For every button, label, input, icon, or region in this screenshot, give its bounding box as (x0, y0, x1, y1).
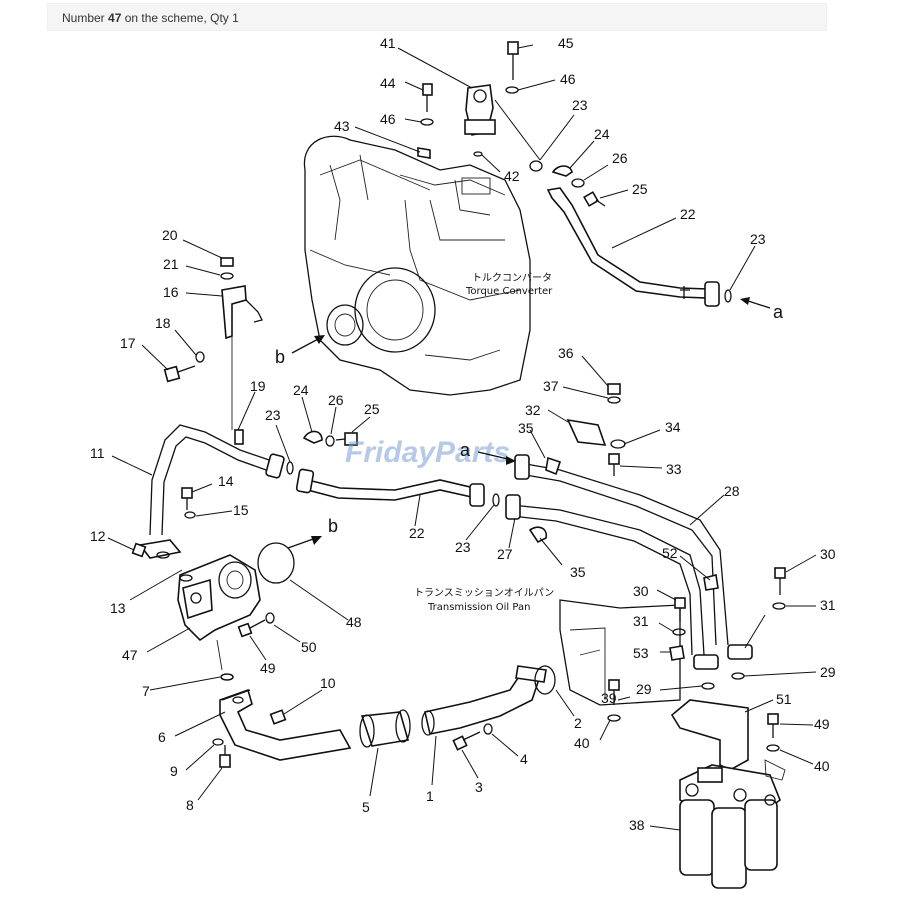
bracket-32 (566, 383, 626, 476)
part-number-30-right: 30 (820, 546, 836, 562)
part-number-44: 44 (380, 75, 396, 91)
part-number-33: 33 (666, 461, 682, 477)
part-number-31-left: 31 (633, 613, 649, 629)
part-caption: Number 47 on the scheme, Qty 1 (47, 3, 827, 31)
part-number-31-right: 31 (820, 597, 836, 613)
part-number-26-top: 26 (612, 150, 628, 166)
part-number-7: 7 (142, 683, 150, 699)
caption-suffix: on the scheme, Qty 1 (124, 11, 239, 25)
part-number-12: 12 (90, 528, 106, 544)
torque-converter-label-en: Torque Converter (465, 286, 553, 297)
part-number-38: 38 (629, 817, 645, 833)
part-number-11: 11 (90, 445, 105, 461)
part-number-23-mid: 23 (455, 539, 471, 555)
part-number-5: 5 (362, 799, 370, 815)
part-number-26-mid: 26 (328, 392, 344, 408)
part-number-28: 28 (724, 483, 740, 499)
part-number-1: 1 (426, 788, 434, 804)
part-number-39: 39 (601, 690, 617, 706)
part-number-22-top: 22 (680, 206, 696, 222)
gasket-13 (179, 574, 193, 582)
part-number-23-top: 23 (572, 97, 588, 113)
pump-47 (177, 542, 295, 681)
leader-lines (107, 44, 817, 831)
marker-b-mid: b (328, 516, 338, 536)
pipes-27-28 (505, 454, 753, 670)
part-number-8: 8 (186, 797, 194, 813)
part-number-36: 36 (558, 345, 574, 361)
fridayparts-watermark: FridayParts (345, 436, 510, 469)
part-number-40-left: 40 (574, 735, 590, 751)
torque-converter-label-jp: トルクコンバータ (472, 272, 552, 284)
right-bolts (607, 567, 786, 752)
part-number-52: 52 (662, 545, 678, 561)
part-number-29-right: 29 (820, 664, 836, 680)
part-number-32: 32 (525, 402, 541, 418)
part-number-17: 17 (120, 335, 136, 351)
part-number-15: 15 (233, 502, 249, 518)
part-number-20: 20 (162, 227, 178, 243)
part-number-19: 19 (250, 378, 266, 394)
part-number-labels: 41 45 44 46 46 23 43 24 26 42 25 22 23 2… (90, 35, 836, 833)
part-number-53: 53 (633, 645, 649, 661)
transmission-oil-pan (559, 599, 681, 706)
part-number-4: 4 (520, 751, 528, 767)
part-number-34: 34 (665, 419, 681, 435)
part-number-48: 48 (346, 614, 362, 630)
part-number-43: 43 (334, 118, 350, 134)
part-number-24-top: 24 (594, 126, 610, 142)
part-number-21: 21 (163, 256, 179, 272)
part-number-35-lower: 35 (570, 564, 586, 580)
part-number-45: 45 (558, 35, 574, 51)
part-number-2: 2 (574, 715, 582, 731)
part-number-6: 6 (158, 729, 166, 745)
part-number-41: 41 (380, 35, 396, 51)
part-number-30-left: 30 (633, 583, 649, 599)
part-number-23-right: 23 (750, 231, 766, 247)
gasket-7 (220, 673, 234, 681)
pipe-22-upper (529, 160, 732, 307)
marker-a-mid: a (460, 440, 471, 460)
part-number-9: 9 (170, 763, 178, 779)
part-number-23-left: 23 (265, 407, 281, 423)
part-number-50: 50 (301, 639, 317, 655)
marker-a-top: a (773, 302, 784, 322)
caption-part-number: 47 (108, 11, 122, 25)
part-number-46-top: 46 (560, 71, 576, 87)
part-number-3: 3 (475, 779, 483, 795)
part-number-46: 46 (380, 111, 396, 127)
part-number-35-upper: 35 (518, 420, 534, 436)
pipe-22-lower (286, 430, 500, 507)
part-number-22-mid: 22 (409, 525, 425, 541)
filter-assembly-38 (670, 699, 786, 889)
part-number-24-mid: 24 (293, 382, 309, 398)
part-number-14: 14 (218, 473, 234, 489)
part-number-13: 13 (110, 600, 126, 616)
caption-prefix: Number (62, 11, 105, 25)
part-number-49-right: 49 (814, 716, 830, 732)
torque-converter-housing (303, 135, 531, 396)
transmission-oil-pan-label-jp: トランスミッションオイルパン (414, 587, 554, 599)
part-number-29-left: 29 (636, 681, 652, 697)
transmission-oil-pan-label-en: Transmission Oil Pan (427, 602, 530, 613)
marker-b-left: b (275, 347, 285, 367)
part-number-25-mid: 25 (364, 401, 380, 417)
pipe-11 (131, 424, 285, 559)
part-number-51: 51 (776, 691, 792, 707)
suction-pipes (212, 665, 556, 768)
part-number-40-right: 40 (814, 758, 830, 774)
part-number-27: 27 (497, 546, 513, 562)
part-number-42: 42 (504, 168, 520, 184)
part-number-49-left: 49 (260, 660, 276, 676)
part-number-25-top: 25 (632, 181, 648, 197)
top-bracket-assembly (417, 41, 519, 159)
part-number-47: 47 (122, 647, 138, 663)
part-number-37: 37 (543, 378, 559, 394)
part-number-10: 10 (320, 675, 336, 691)
flow-arrows (287, 297, 771, 549)
part-number-16: 16 (163, 284, 179, 300)
bracket-16 (163, 257, 263, 430)
part-number-18: 18 (155, 315, 171, 331)
